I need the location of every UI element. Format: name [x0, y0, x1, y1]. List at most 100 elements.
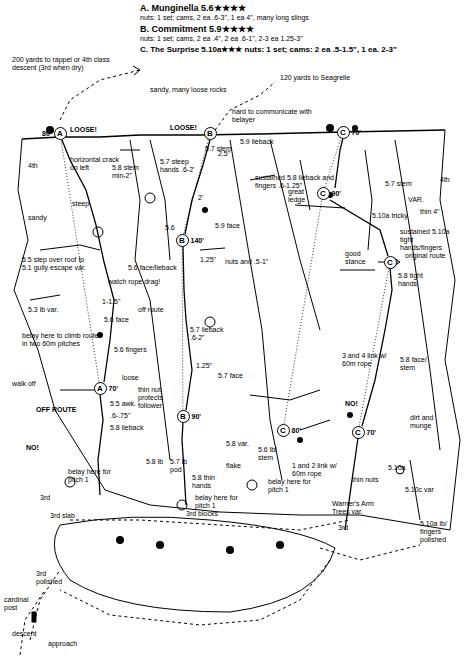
route-note: 5.5 step over roof to 5.1 gully escape v…: [22, 256, 94, 272]
bolts: [65, 193, 404, 510]
route-note: original route: [405, 252, 450, 260]
tree: [202, 207, 208, 213]
pitch-length: 80': [292, 426, 301, 435]
tree: [116, 536, 124, 544]
belay-letter: B: [207, 129, 213, 138]
pitch-length: 90': [332, 189, 341, 198]
cardinal-post: [32, 612, 36, 622]
route-note: loose: [122, 374, 152, 382]
route-note: LOOSE!: [70, 126, 110, 134]
route-note: 5.10a lb/ fingers polished: [420, 520, 468, 544]
route-connector-line: [184, 139, 209, 233]
route-note: 120 yards to Seagrelle: [280, 74, 360, 82]
route-note: 1.25": [200, 256, 225, 264]
route-note: 5.10c var: [405, 486, 445, 494]
route-note: off route: [138, 306, 178, 314]
route-note: 5.8 stem min-2": [112, 164, 152, 180]
bolt-symbol: [247, 480, 257, 490]
route-connector: [284, 199, 322, 423]
route-note: C. The Surprise 5.10a★★★ nuts: 1 set; ca…: [140, 45, 475, 54]
route-note: 3rd polished: [36, 570, 66, 586]
route-note: 5.7 lb pod: [170, 458, 198, 474]
route-note: 3rd: [40, 494, 60, 502]
route-note: 4th: [440, 176, 460, 184]
route-note: B. Commitment 5.9★★★★: [140, 24, 470, 34]
route-note: 1-1.5": [102, 298, 132, 306]
route-note: hard to communicate with belayer: [232, 108, 317, 124]
route-note: Warner's Arm Trees var.: [332, 500, 392, 516]
route-note: 3 and 4 link w/ 60m rope: [342, 352, 400, 368]
route-note: belay here for pitch 1: [68, 468, 116, 484]
trail: [20, 520, 420, 655]
route-connector: [184, 139, 209, 233]
route-note: 5.7 lieback .6-2": [190, 326, 230, 342]
pitch-length: 90': [192, 412, 201, 421]
belay-letter: A: [57, 129, 63, 138]
route-note: 5.7 face: [218, 372, 258, 380]
belay-circle: B140': [176, 234, 189, 247]
belay-letter: B: [179, 236, 185, 245]
route-connector-line: [284, 199, 322, 423]
route-note: .6-.75": [110, 412, 145, 420]
route-note: 2': [198, 194, 213, 202]
crack: [130, 140, 440, 520]
route-note: sandy: [28, 214, 58, 222]
bolt-symbol: [145, 193, 155, 203]
route-note: VAR.: [408, 196, 433, 204]
route-note: flake: [226, 462, 251, 470]
belay-letter: B: [180, 412, 186, 421]
tree: [226, 546, 234, 554]
belay-letter: A: [97, 384, 103, 393]
cliff-right-edge: [440, 130, 460, 530]
belay-letter: C: [320, 189, 326, 198]
commitment-line: [182, 140, 210, 505]
route-note: walk off: [12, 380, 52, 388]
tree: [276, 541, 284, 549]
route-note: 5.7 stem: [385, 180, 425, 188]
belay-circle: C90': [317, 187, 330, 200]
route-note: nuts and .5-1": [225, 258, 270, 266]
route-connector-line: [182, 246, 184, 409]
pitch-length: 70': [109, 384, 118, 393]
route-note: cardinal post: [4, 596, 39, 612]
route-note: 4th: [28, 162, 48, 170]
bolt-symbol: [93, 227, 103, 237]
route-note: 1 and 2 link w/ 60m rope: [292, 462, 347, 478]
tree: [156, 541, 164, 549]
surprise-line: [330, 138, 392, 530]
route-note: 5.8 lb: [146, 458, 171, 466]
route-note: thin nut protects follower: [138, 386, 183, 410]
route-connector: [182, 246, 184, 409]
cliff-left-edge: [14, 139, 450, 530]
route-note: 3rd slab: [50, 512, 80, 520]
tree: [326, 124, 334, 132]
bolt-symbol: [177, 500, 187, 510]
route-note: 3rd blocks: [186, 510, 231, 518]
route-connector: [359, 268, 389, 425]
pitch-length: 140': [191, 236, 204, 245]
route-note: 1.25": [196, 362, 221, 370]
route-note: NO!: [345, 400, 365, 408]
route-note: 5.10a: [388, 464, 418, 472]
pitch-length: 70': [367, 428, 376, 437]
ledge: [60, 205, 375, 390]
route-note: watch rope drag!: [108, 278, 178, 286]
route-note: OFF ROUTE: [36, 406, 86, 414]
belay-letter: C: [387, 258, 393, 267]
pitch-length: 70': [352, 128, 361, 137]
belay-circle: C70': [337, 126, 350, 139]
route-note: belay here for pitch 1: [195, 494, 243, 510]
belay-circle: C80': [277, 424, 290, 437]
route-note: 200 yards to rappel or 4th class descent…: [12, 56, 132, 72]
route-note: 5.8 var.: [226, 440, 261, 448]
belay-circle: B90': [177, 410, 190, 423]
belay-circle: C70': [352, 426, 365, 439]
route-note: belay here for pitch 1: [268, 478, 318, 494]
route-note: descent: [12, 630, 52, 638]
route-note: 3rd: [338, 524, 358, 532]
route-note: 5.6 fingers: [114, 346, 164, 354]
route-note: thin 4": [420, 208, 450, 216]
roof: [30, 150, 330, 430]
route-note: nuts: 1 set; cams, 2 ea .6-3", 1 ea 4", …: [140, 14, 470, 22]
